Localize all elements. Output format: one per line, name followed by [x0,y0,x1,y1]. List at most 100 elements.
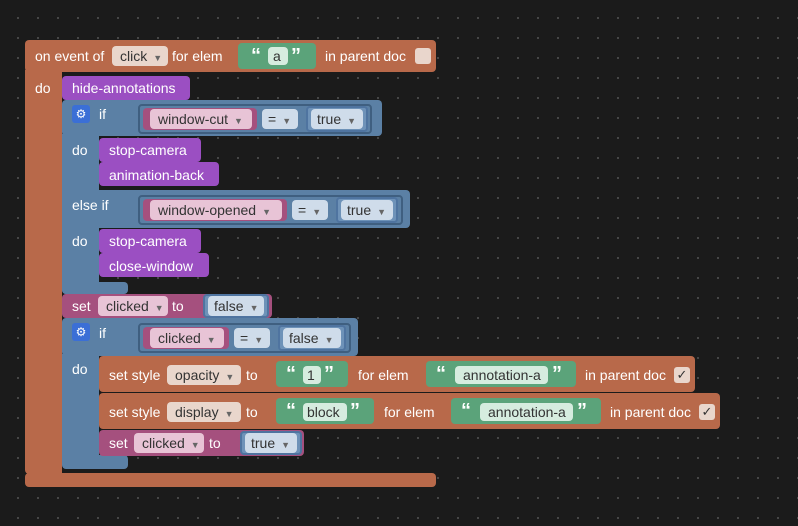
if-2-do-label: do [72,361,88,377]
event-block[interactable] [25,40,436,72]
if-2-operator-value: = [240,330,249,346]
if-1-label: if [99,106,106,122]
else-if-true-dropdown[interactable]: true ▼ [341,200,393,220]
event-type-value: click [120,48,148,64]
clicked-value: clicked [158,330,201,346]
false-dropdown-2[interactable]: false ▼ [283,328,341,348]
display-in-parent-doc-checkbox[interactable]: ✓ [699,404,715,420]
open-quote-icon: “ [286,400,296,422]
set-style-for-elem-label-2: for elem [384,404,435,420]
opacity-property-value: opacity [175,367,220,383]
display-elem-value: annotation-a [488,404,566,420]
if-2-operator-dropdown[interactable]: =▼ [234,328,270,348]
close-quote-icon: ” [350,400,360,422]
if-2-label: if [99,325,106,341]
set-to-label-1: to [172,298,184,314]
if-1-operator-dropdown[interactable]: =▼ [262,109,298,129]
event-for-elem-label: for elem [172,48,223,64]
close-window-label: close-window [109,258,194,274]
event-elem-input[interactable]: a [268,47,288,65]
display-property-dropdown[interactable]: display ▼ [167,402,241,422]
event-type-dropdown[interactable]: click ▼ [112,46,168,66]
dropdown-arrow-icon: ▼ [153,53,163,63]
hide-annotations-block[interactable] [62,76,190,100]
close-quote-icon: ” [552,363,562,385]
stop-camera-label-1: stop-camera [109,142,187,158]
set-style-in-parent-doc-label-2: in parent doc [610,404,691,420]
animation-back-label: animation-back [109,167,204,183]
event-elem-value: a [273,48,281,64]
else-if-operator-dropdown[interactable]: =▼ [292,200,328,220]
false-value-1: false [214,298,244,314]
if-block-1-footer [62,282,128,294]
close-quote-icon: ” [577,400,587,422]
dropdown-arrow-icon: ▼ [254,335,264,345]
set-to-label-2: to [209,435,221,451]
opacity-value: 1 [307,367,315,383]
if-block-2-footer [62,455,128,469]
open-quote-icon: “ [461,400,471,422]
display-value: block [307,404,340,420]
display-value-input[interactable]: block [303,403,347,421]
set-label-2: set [109,435,128,451]
set-style-in-parent-doc-label-1: in parent doc [585,367,666,383]
dropdown-arrow-icon: ▼ [224,409,234,419]
stop-camera-block-1[interactable] [99,138,201,162]
false-dropdown-1[interactable]: false▼ [208,296,264,316]
if-1-do-label: do [72,142,88,158]
window-cut-dropdown[interactable]: window-cut ▼ [150,109,252,129]
event-on-label: on event of [35,48,105,64]
close-window-block[interactable] [99,253,209,277]
dropdown-arrow-icon: ▼ [262,207,271,217]
dropdown-arrow-icon: ▼ [377,207,387,217]
in-parent-doc-checkbox[interactable] [415,48,431,64]
else-if-do-label: do [72,233,88,249]
if-1-true-value: true [317,111,342,127]
animation-back-block[interactable] [99,162,219,186]
dropdown-arrow-icon: ▼ [312,207,322,217]
event-block-spine [25,70,62,474]
dropdown-arrow-icon: ▼ [234,116,243,126]
stop-camera-block-2[interactable] [99,229,201,253]
set-style-for-elem-label-1: for elem [358,367,409,383]
open-quote-icon: “ [286,363,296,385]
display-property-value: display [175,404,219,420]
dropdown-arrow-icon: ▼ [154,303,164,313]
true-dropdown[interactable]: true▼ [245,433,297,453]
true-value: true [251,435,276,451]
set-style-label-2: set style [109,404,161,420]
dropdown-arrow-icon: ▼ [324,335,334,345]
else-if-true-value: true [347,202,372,218]
set-style-label-1: set style [109,367,161,383]
false-value-2: false [289,330,319,346]
if-1-true-dropdown[interactable]: true▼ [311,109,363,129]
else-if-operator-value: = [298,202,307,218]
gear-icon[interactable]: ⚙ [72,323,90,341]
close-quote-icon: ” [324,363,334,385]
dropdown-arrow-icon: ▼ [282,116,292,126]
event-in-parent-doc-label: in parent doc [325,48,406,64]
else-if-label: else if [72,197,109,213]
opacity-elem-input[interactable]: annotation-a [455,366,548,384]
window-cut-value: window-cut [158,111,229,127]
window-opened-dropdown[interactable]: window-opened▼ [150,200,282,220]
set-clicked-variable-dropdown-1[interactable]: clicked ▼ [98,296,168,316]
open-quote-icon: “ [251,45,261,67]
gear-icon[interactable]: ⚙ [72,105,90,123]
event-do-label: do [35,80,51,96]
opacity-elem-value: annotation-a [463,367,541,383]
set-clicked-variable-1: clicked [106,298,149,314]
if-1-operator-value: = [268,111,277,127]
event-block-footer [25,473,436,487]
opacity-property-dropdown[interactable]: opacity▼ [167,365,241,385]
set-clicked-variable-2: clicked [142,435,185,451]
set-clicked-variable-dropdown-2[interactable]: clicked ▼ [134,433,204,453]
stop-camera-label-2: stop-camera [109,233,187,249]
display-elem-input[interactable]: annotation-a [480,403,573,421]
opacity-in-parent-doc-checkbox[interactable]: ✓ [674,367,690,383]
set-style-to-label-2: to [246,404,258,420]
clicked-dropdown[interactable]: clicked▼ [150,328,224,348]
dropdown-arrow-icon: ▼ [190,440,200,450]
opacity-value-input[interactable]: 1 [303,366,321,384]
set-label-1: set [72,298,91,314]
